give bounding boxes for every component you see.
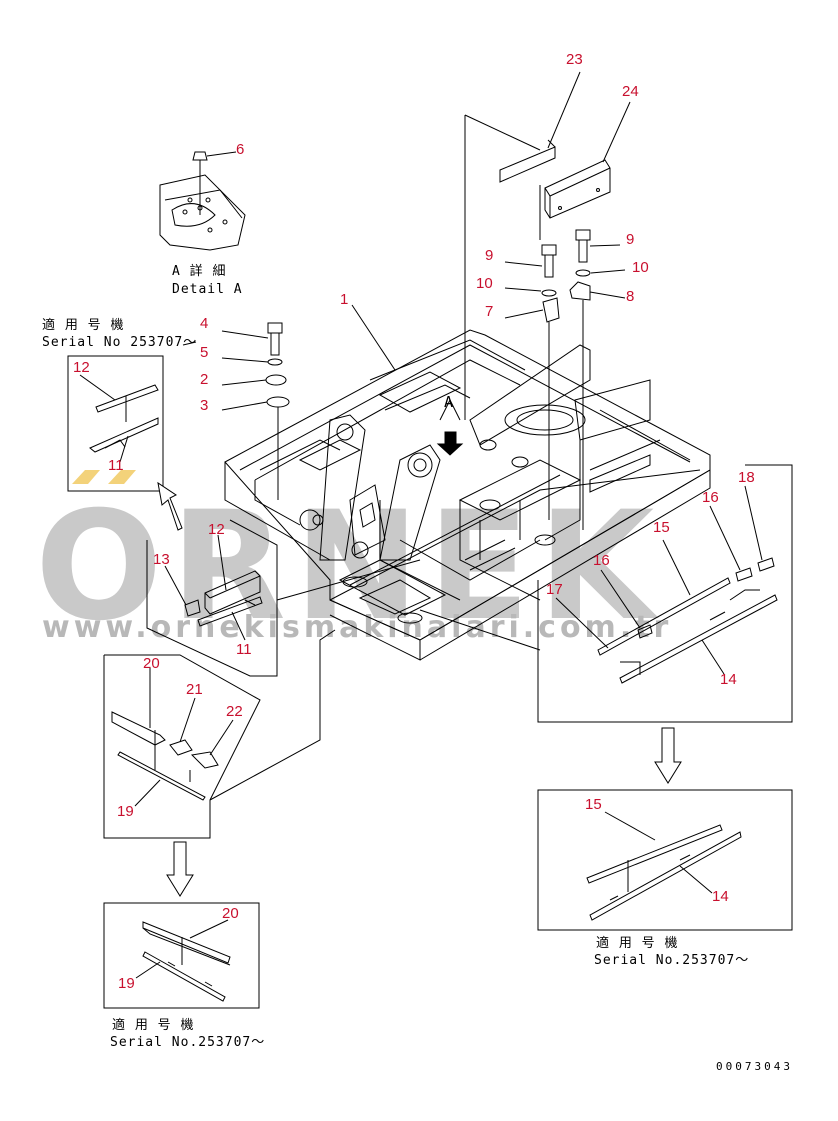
part-label-19a: 19: [117, 803, 134, 820]
part-label-20a: 20: [143, 655, 160, 672]
part-label-21: 21: [186, 681, 203, 698]
part-label-9a: 9: [485, 247, 494, 264]
part-label-15a: 15: [653, 519, 670, 536]
part-label-12a: 12: [73, 359, 90, 376]
part-label-11b: 11: [236, 641, 252, 658]
part-label-3: 3: [200, 397, 209, 414]
bolt-group-left: [265, 322, 290, 500]
box-15-14-bottom: [537, 789, 793, 931]
part-label-14b: 14: [712, 888, 729, 905]
serial-note-bottom-jp: 適 用 号 機: [112, 1018, 195, 1033]
part-label-13: 13: [153, 551, 170, 568]
arrow-down-right: [654, 727, 682, 784]
watermark-brand: ORNEK: [35, 480, 663, 654]
part-label-9b: 9: [626, 231, 635, 248]
part-label-6: 6: [236, 141, 245, 158]
serial-note-top-en: Serial No 253707～: [42, 335, 198, 350]
part-label-15b: 15: [585, 796, 602, 813]
part-label-23: 23: [566, 51, 583, 68]
arrow-down-left: [166, 841, 194, 897]
serial-note-right-jp: 適 用 号 機: [596, 936, 679, 951]
part-label-10b: 10: [632, 259, 649, 276]
revolving-frame: [224, 329, 711, 661]
leader-lines: [79, 71, 763, 979]
part-label-10a: 10: [476, 275, 493, 292]
part-label-22: 22: [226, 703, 243, 720]
arrow-up: [157, 481, 183, 531]
box-14-18-right: [537, 464, 793, 723]
part-label-24: 24: [622, 83, 639, 100]
part-label-1: 1: [340, 291, 349, 308]
box-20-19-bottom: [103, 902, 260, 1009]
part-label-2: 2: [200, 371, 209, 388]
drawing-code: 00073043: [716, 1060, 793, 1073]
part-label-4: 4: [200, 315, 209, 332]
detail-a-en: Detail A: [172, 282, 243, 297]
part-label-16a: 16: [702, 489, 719, 506]
serial-note-bottom-en: Serial No.253707～: [110, 1035, 266, 1050]
detail-a-drawing: [159, 151, 246, 251]
view-letter-a: A: [444, 393, 455, 411]
part-label-5: 5: [200, 344, 209, 361]
part-label-18: 18: [738, 469, 755, 486]
box-serial-12-11: [67, 355, 164, 492]
part-label-20b: 20: [222, 905, 239, 922]
part-label-14a: 14: [720, 671, 737, 688]
part-label-8: 8: [626, 288, 635, 305]
detail-a-jp: A 詳 細: [172, 264, 227, 279]
view-arrow-a: [436, 398, 464, 456]
box-13-12-11: [146, 519, 278, 677]
part-label-19b: 19: [118, 975, 135, 992]
serial-note-right-en: Serial No.253707～: [594, 953, 750, 968]
part-label-7: 7: [485, 303, 494, 320]
part-label-12b: 12: [208, 521, 225, 538]
part-label-11a: 11: [108, 457, 124, 474]
plate-23-24: [499, 139, 611, 219]
serial-note-top-jp: 適 用 号 機: [42, 318, 125, 333]
part-label-16b: 16: [593, 552, 610, 569]
part-label-17: 17: [546, 581, 563, 598]
